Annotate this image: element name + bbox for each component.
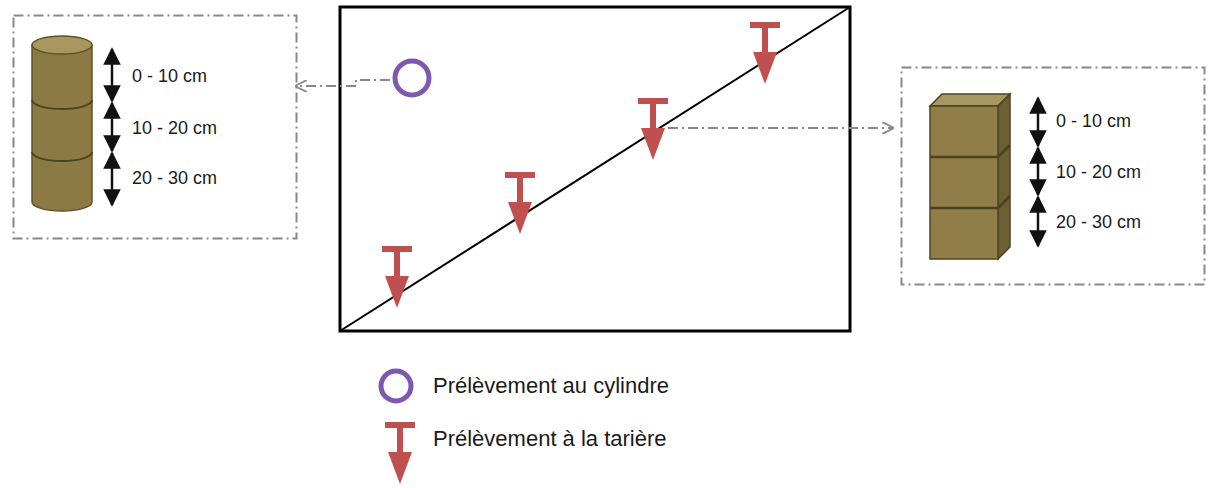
legend-auger-symbol xyxy=(385,422,415,484)
dashed-frame-line xyxy=(14,16,297,239)
dashed-frame xyxy=(900,66,1206,286)
transect-line xyxy=(340,7,850,331)
depth-arrows xyxy=(111,49,114,205)
leader-line xyxy=(668,127,893,129)
legend-label: Prélèvement au cylindre xyxy=(433,373,669,399)
auger-sample-point xyxy=(505,172,535,234)
cylinder-sample-point xyxy=(395,61,429,95)
depth-label: 10 - 20 cm xyxy=(132,117,217,139)
depth-panel: 0 - 10 cm 10 - 20 cm 20 - 30 cm xyxy=(12,14,298,240)
depth-label: 0 - 10 cm xyxy=(1056,110,1131,132)
dashed-frame-line xyxy=(902,68,1205,285)
auger-sample-point xyxy=(638,98,668,160)
depth-label: 20 - 30 cm xyxy=(132,167,217,189)
plot-outline xyxy=(340,7,850,331)
depth-label: 20 - 30 cm xyxy=(1056,211,1141,233)
depth-panel: 0 - 10 cm 10 - 20 cm 20 - 30 cm xyxy=(900,66,1206,286)
soil-block xyxy=(930,94,1010,259)
legend-label: Prélèvement à la tarière xyxy=(433,426,667,452)
leader-line xyxy=(296,80,390,86)
legend-circle-symbol xyxy=(381,371,411,401)
depth-label: 10 - 20 cm xyxy=(1056,161,1141,183)
depth-arrows xyxy=(1037,98,1040,246)
depth-label: 0 - 10 cm xyxy=(132,65,207,87)
auger-sample-point xyxy=(750,22,780,84)
cylinder-core xyxy=(32,36,92,211)
auger-sample-point xyxy=(382,246,412,308)
